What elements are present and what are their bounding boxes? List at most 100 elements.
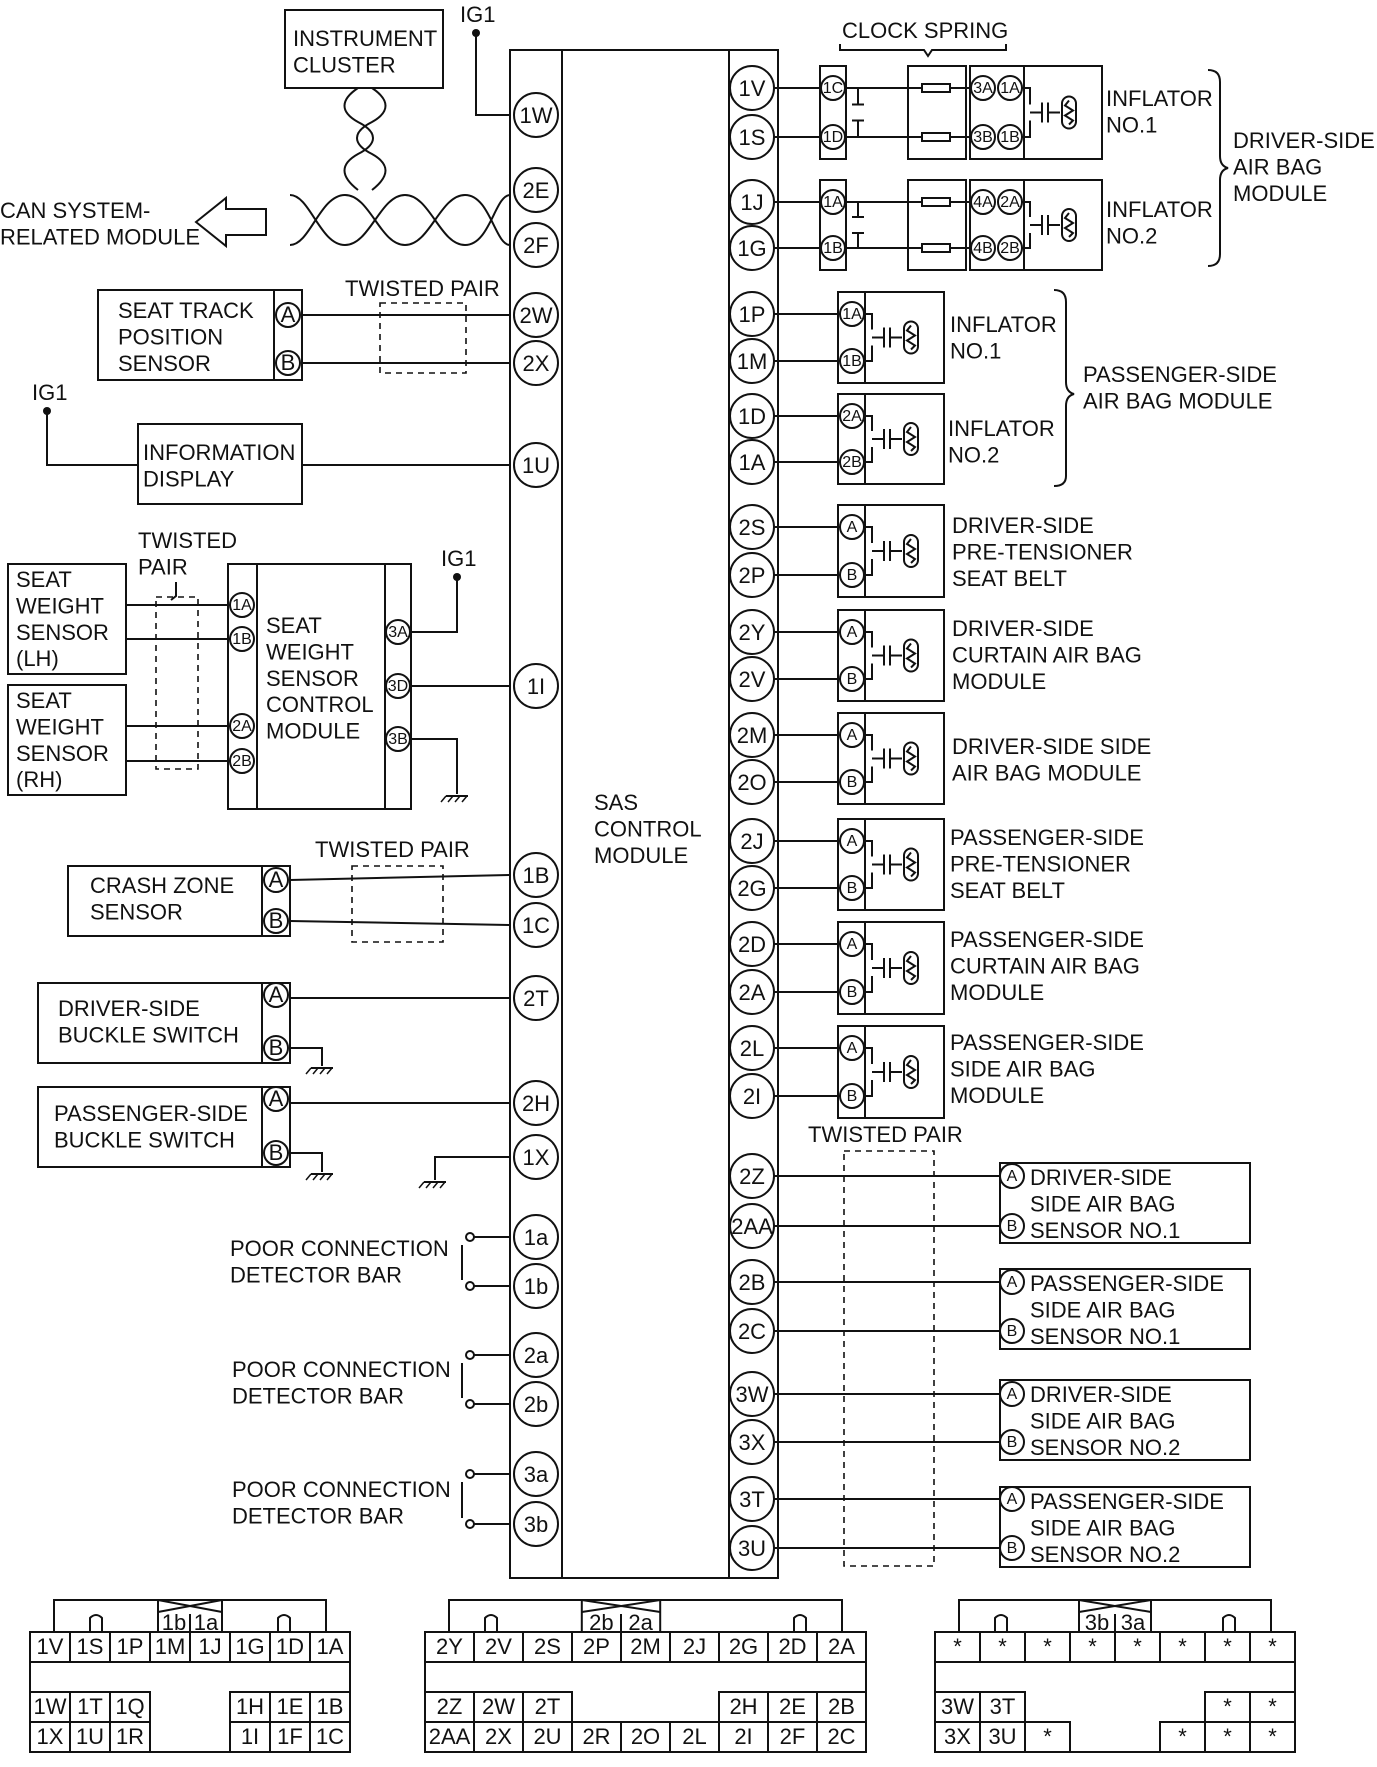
svg-text:2B: 2B [828, 1694, 855, 1719]
svg-text:1A: 1A [823, 194, 843, 211]
svg-text:A: A [269, 982, 284, 1007]
svg-text:1B: 1B [823, 240, 843, 257]
sas-pin-2l: 2L [729, 1025, 775, 1071]
svg-text:4B: 4B [973, 240, 993, 257]
svg-text:B: B [847, 567, 858, 584]
svg-text:A: A [269, 1086, 284, 1111]
svg-text:1I: 1I [527, 674, 545, 699]
svg-text:A: A [1007, 1386, 1018, 1403]
svg-text:A: A [847, 1040, 858, 1057]
svg-text:2AA: 2AA [429, 1724, 471, 1749]
svg-text:1B: 1B [317, 1694, 344, 1719]
svg-text:1A: 1A [739, 450, 766, 475]
svg-text:A: A [847, 936, 858, 953]
sas-pin-2p: 2P [729, 552, 775, 598]
right-modules: 1A1B2A2BABABABABABAB1C1D3A3B1A1B1A1B4A4B… [774, 65, 1103, 1119]
sas-pin-2j: 2J [729, 818, 775, 864]
sas-pin-1a: 1A [729, 439, 775, 485]
svg-text:3T: 3T [990, 1694, 1016, 1719]
svg-text:1U: 1U [522, 453, 550, 478]
sas-pin-2o: 2O [729, 759, 775, 805]
svg-text:1I: 1I [241, 1724, 259, 1749]
svg-text:*: * [1268, 1634, 1277, 1659]
svg-text:*: * [1268, 1724, 1277, 1749]
svg-text:A: A [847, 519, 858, 536]
sas-pin-2s: 2S [729, 504, 775, 550]
svg-text:2A: 2A [1000, 194, 1020, 211]
svg-text:B: B [847, 774, 858, 791]
svg-text:2G: 2G [737, 876, 766, 901]
svg-text:2W: 2W [520, 303, 553, 328]
svg-text:1b: 1b [524, 1274, 548, 1299]
svg-text:2Y: 2Y [739, 620, 766, 645]
sas-pin-2w: 2W [513, 292, 559, 338]
svg-text:1V: 1V [37, 1634, 64, 1659]
sas-pin-2v: 2V [729, 656, 775, 702]
svg-text:3A: 3A [973, 80, 993, 97]
svg-text:TWISTED PAIR: TWISTED PAIR [808, 1122, 963, 1147]
svg-text:1J: 1J [198, 1634, 221, 1659]
svg-text:4A: 4A [973, 194, 993, 211]
svg-text:B: B [847, 671, 858, 688]
sas-pin-1b: 1b [513, 1263, 559, 1309]
sas-pin-2a: 2a [513, 1332, 559, 1378]
sas-pin-1v: 1V [729, 65, 775, 111]
svg-text:2X: 2X [523, 351, 550, 376]
svg-text:3U: 3U [988, 1724, 1016, 1749]
sas-pin-2aa: 2AA [729, 1203, 775, 1249]
svg-text:3b: 3b [524, 1512, 548, 1537]
svg-text:2B: 2B [739, 1270, 766, 1295]
svg-text:2O: 2O [737, 770, 766, 795]
svg-text:1P: 1P [117, 1634, 144, 1659]
sas-pin-2y: 2Y [729, 609, 775, 655]
svg-text:2X: 2X [485, 1724, 512, 1749]
svg-text:2J: 2J [740, 829, 763, 854]
svg-text:1M: 1M [155, 1634, 186, 1659]
svg-text:B: B [847, 984, 858, 1001]
sas-pin-2h: 2H [513, 1080, 559, 1126]
svg-text:1R: 1R [116, 1724, 144, 1749]
svg-text:2B: 2B [232, 753, 252, 770]
svg-text:1W: 1W [520, 103, 553, 128]
sas-pin-2b: 2B [729, 1259, 775, 1305]
svg-text:3T: 3T [739, 1487, 765, 1512]
can-module-label: CAN SYSTEM-RELATED MODULE [0, 198, 200, 249]
svg-text:1C: 1C [522, 913, 550, 938]
driver-curtain-airbag: AB [774, 609, 945, 702]
svg-text:2a: 2a [524, 1343, 549, 1368]
svg-text:TWISTED PAIR: TWISTED PAIR [315, 837, 470, 862]
sas-pin-3x: 3X [729, 1419, 775, 1465]
instrument-cluster-twisted-wire [343, 87, 387, 191]
svg-text:TWISTED PAIR: TWISTED PAIR [345, 276, 500, 301]
can-arrow-icon [194, 195, 267, 249]
svg-text:*: * [1088, 1634, 1097, 1659]
svg-text:A: A [1007, 1274, 1018, 1291]
sas-right-pins: 1V1S1J1G1P1M1D1A2S2P2Y2V2M2O2J2G2D2A2L2I… [729, 65, 775, 1571]
svg-text:1X: 1X [523, 1145, 550, 1170]
svg-text:2b: 2b [524, 1392, 548, 1417]
svg-text:1E: 1E [277, 1694, 304, 1719]
svg-text:*: * [1178, 1634, 1187, 1659]
sas-pin-3u: 3U [729, 1525, 775, 1571]
